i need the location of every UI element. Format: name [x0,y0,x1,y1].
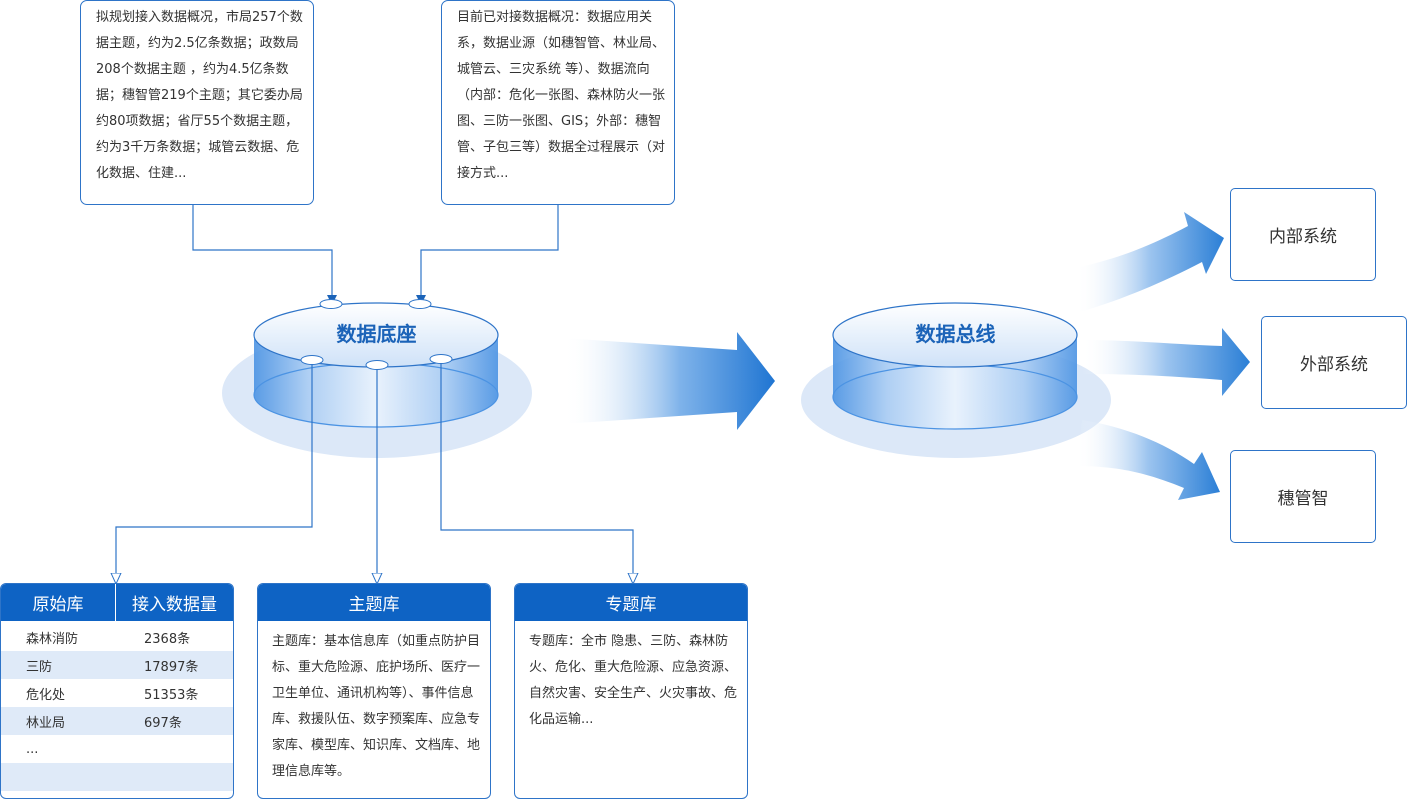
table-row: 危化处 51353条 [1,679,233,707]
theme-library-title: 主题库 [258,584,490,621]
access-volume-title: 接入数据量 [116,584,233,621]
planned-data-note: 拟规划接入数据概况，市局257个数据主题，约为2.5亿条数据；政数局208个数据… [80,0,314,205]
table-row: ... [1,735,233,763]
row-name: 危化处 [26,687,66,703]
connector-connected-to-base [416,205,559,305]
row-value: 51353条 [144,687,199,703]
connected-data-note: 目前已对接数据概况：数据应用关系，数据业源（如穗智管、林业局、城管云、三灾系统 … [441,0,675,205]
row-value: 697条 [144,715,182,731]
flow-arrow-to-external [1082,328,1250,396]
row-name: 三防 [26,659,53,675]
special-library-text: 专题库：全市 隐患、三防、森林防火、危化、重大危险源、应急资源、自然灾害、安全生… [529,634,738,727]
raw-library-panel: 原始库 接入数据量 森林消防 2368条 三防 17897条 危化处 51353… [0,583,234,799]
flow-arrow-to-internal [1076,212,1224,312]
flow-arrow-to-suigzz [1076,420,1220,500]
data-bus-cylinder [801,302,1111,458]
table-row: 三防 17897条 [1,651,233,679]
raw-library-header: 原始库 接入数据量 [1,584,233,621]
connector-base-to-raw [116,364,313,579]
external-system-box: 外部系统 [1261,316,1407,409]
table-row: 森林消防 2368条 [1,623,233,651]
special-library-panel: 专题库 专题库：全市 隐患、三防、森林防火、危化、重大危险源、应急资源、自然灾害… [514,583,748,799]
connector-planned-to-base [192,205,337,305]
suigzz-system-box: 穗管智 [1230,450,1376,543]
raw-library-rows: 森林消防 2368条 三防 17897条 危化处 51353条 林业局 697条… [1,621,233,791]
row-name: 林业局 [26,715,66,731]
table-row: 林业局 697条 [1,707,233,735]
row-value: 17897条 [144,659,199,675]
theme-library-panel: 主题库 主题库：基本信息库（如重点防护目标、重大危险源、庇护场所、医疗一卫生单位… [257,583,491,799]
row-name: ... [26,741,39,757]
data-base-label: 数据底座 [336,322,417,346]
internal-system-box: 内部系统 [1230,188,1376,281]
raw-library-title: 原始库 [1,584,116,621]
row-name: 森林消防 [26,631,79,647]
flow-arrow-base-to-bus [563,332,775,430]
connector-base-to-special [440,363,633,579]
special-library-title: 专题库 [515,584,747,621]
theme-library-text: 主题库：基本信息库（如重点防护目标、重大危险源、庇护场所、医疗一卫生单位、通讯机… [272,634,481,779]
data-bus-label: 数据总线 [915,322,996,346]
row-value: 2368条 [144,631,191,647]
table-row [1,763,233,791]
